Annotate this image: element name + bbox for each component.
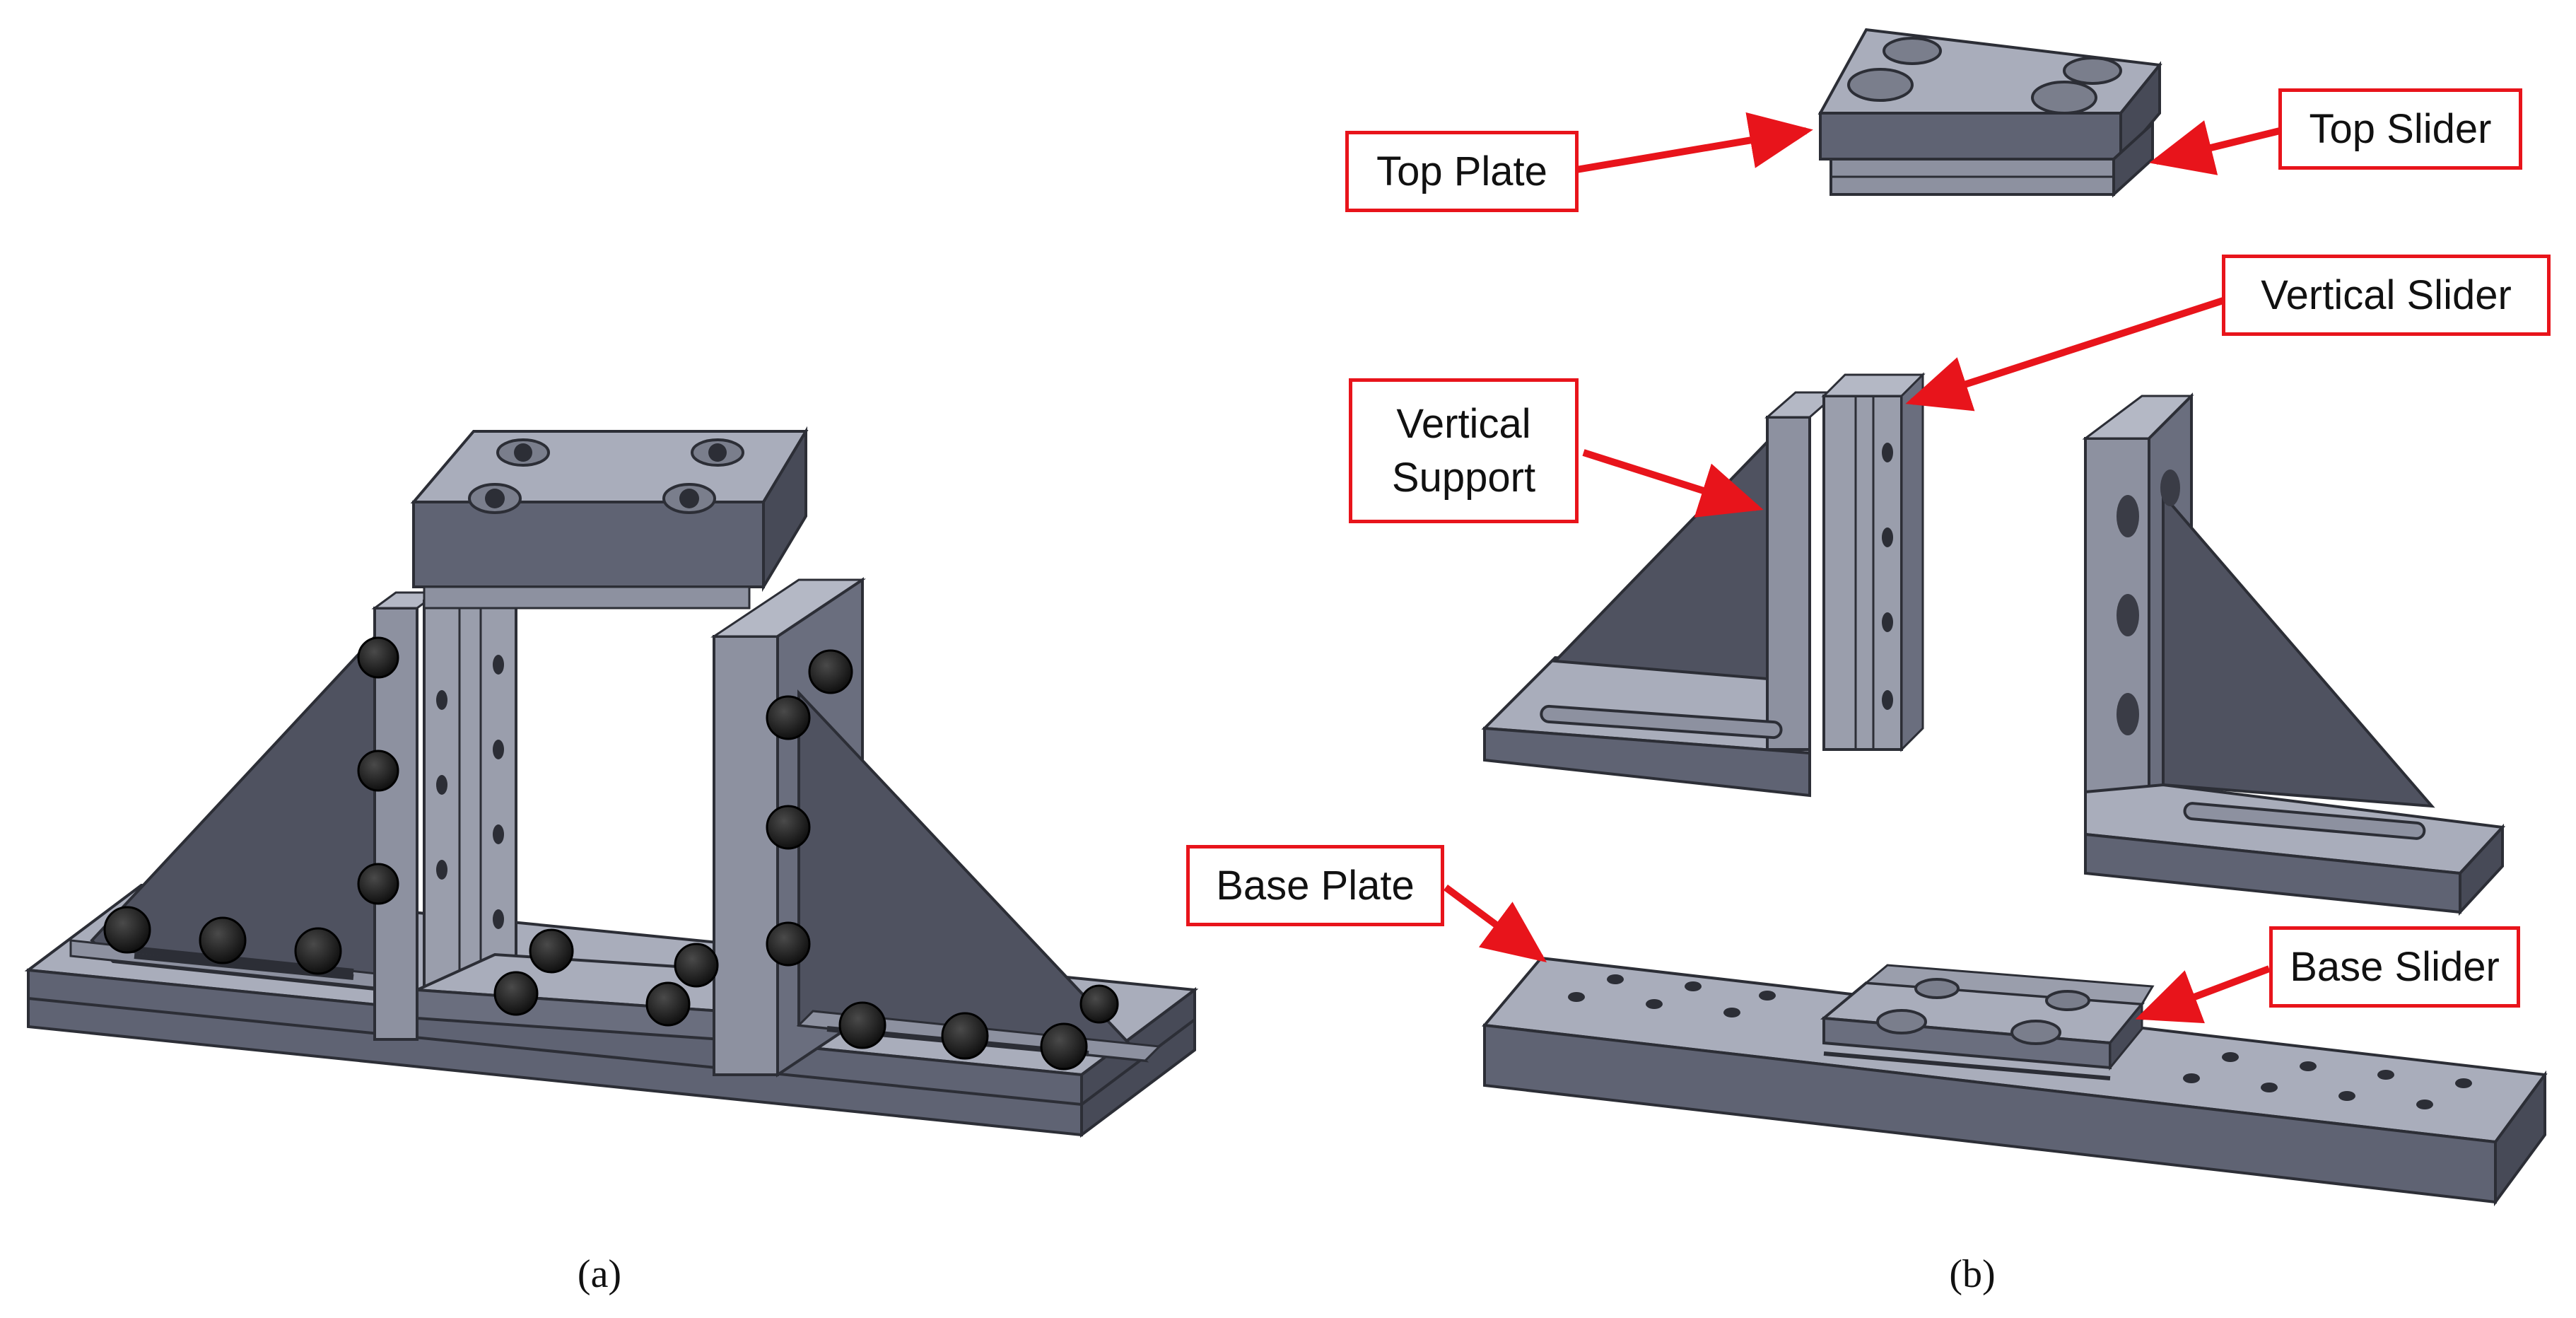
screw-icon: [357, 863, 399, 905]
arrow-vertical-slider: [1905, 297, 2225, 412]
screw-icon: [1079, 984, 1119, 1024]
label-vertical-slider: Vertical Slider: [2222, 255, 2551, 336]
screw-icon: [645, 981, 691, 1027]
screw-icon: [808, 649, 853, 694]
caption-b: (b): [1949, 1252, 1996, 1296]
assembled-top-plate: [410, 426, 809, 610]
screw-icon: [103, 906, 151, 954]
assembled-view: [24, 426, 1199, 1138]
arrow-top-plate: [1576, 112, 1813, 173]
assembled-left-vertical-support: [69, 591, 442, 1041]
screw-icon: [493, 971, 539, 1016]
label-vertical-support: Vertical Support: [1349, 378, 1579, 523]
assembled-screws: [103, 636, 1119, 1071]
callout-arrows: [1444, 112, 2281, 1024]
label-base-plate: Base Plate: [1186, 845, 1444, 926]
arrow-base-plate: [1444, 884, 1547, 962]
arrow-vertical-support: [1582, 449, 1764, 518]
exploded-top-slider: [1829, 120, 2154, 198]
caption-a: (a): [577, 1252, 622, 1296]
arrow-base-slider: [2135, 965, 2271, 1024]
arrow-top-slider: [2149, 120, 2281, 175]
exploded-view: [1444, 28, 2548, 1207]
screw-icon: [766, 921, 811, 967]
exploded-right-vertical-support: [2082, 392, 2506, 916]
screw-icon: [199, 916, 247, 964]
exploded-top-plate: [1817, 28, 2162, 163]
screw-icon: [766, 695, 811, 740]
screw-icon: [357, 636, 399, 679]
exploded-left-vertical-slider: [1821, 372, 1926, 752]
assembled-left-vertical-slider: [423, 600, 517, 998]
screw-icon: [294, 927, 342, 975]
base-plate-holes: [1568, 974, 2472, 1109]
screw-icon: [941, 1012, 989, 1060]
screw-icon: [838, 1001, 886, 1049]
screw-icon: [1040, 1022, 1088, 1071]
screw-icon: [674, 943, 719, 988]
label-top-plate: Top Plate: [1345, 131, 1579, 212]
label-base-slider: Base Slider: [2269, 926, 2520, 1008]
screw-icon: [357, 750, 399, 792]
screw-icon: [766, 805, 811, 850]
screw-icon: [529, 928, 574, 974]
label-top-slider: Top Slider: [2278, 88, 2522, 170]
exploded-base-slider: [1820, 964, 2155, 1080]
